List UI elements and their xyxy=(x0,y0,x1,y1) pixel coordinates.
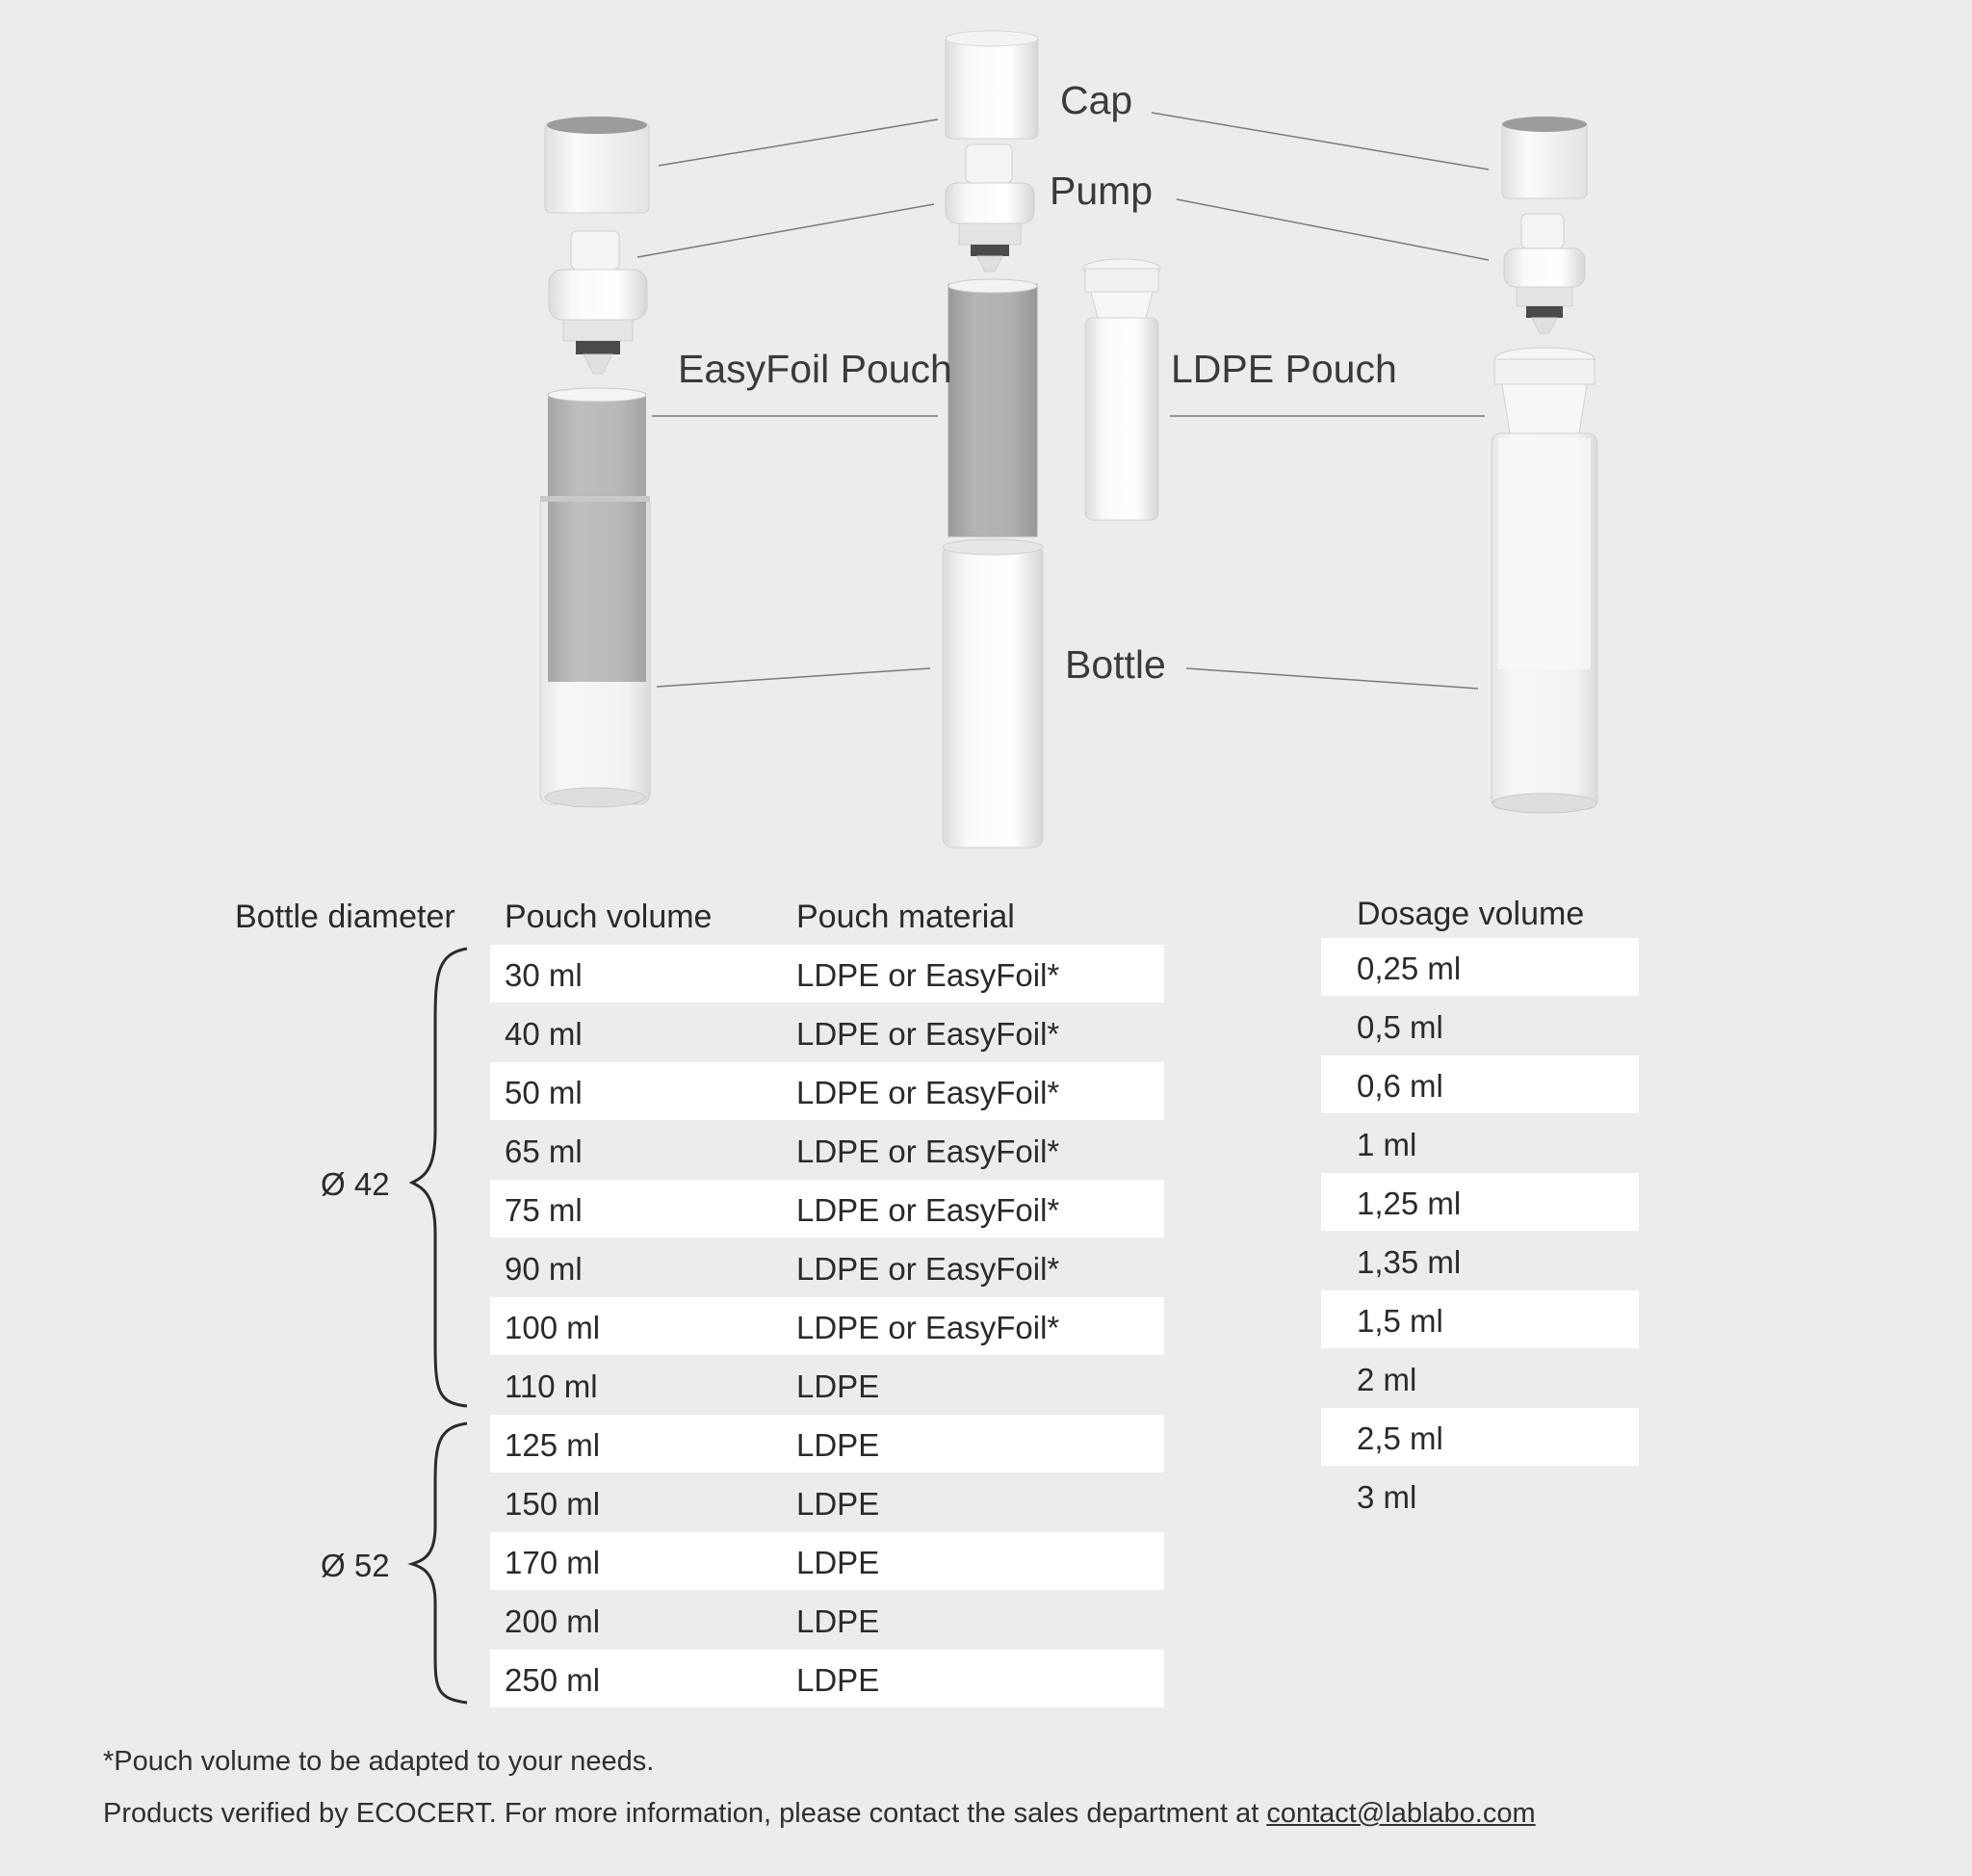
product-exploded-illustration xyxy=(539,30,1598,848)
pouch-material-cell: LDPE xyxy=(796,1368,880,1404)
pouch-material-header: Pouch material xyxy=(796,899,1015,935)
pouch-material-cell: LDPE or EasyFoil* xyxy=(796,1016,1060,1052)
pouch-volume-cell: 250 ml xyxy=(505,1662,601,1698)
pouch-volume-cell: 30 ml xyxy=(505,957,583,993)
dosage-row: 0,25 ml xyxy=(1321,938,1639,996)
dosage-row: 3 ml xyxy=(1321,1467,1639,1524)
pouch-volume-cell: 125 ml xyxy=(505,1427,601,1463)
footnote-pouch-volume: *Pouch volume to be adapted to your need… xyxy=(103,1746,655,1777)
dosage-row: 2,5 ml xyxy=(1321,1408,1639,1466)
dosage-volume-header: Dosage volume xyxy=(1357,896,1585,932)
dosage-row: 1 ml xyxy=(1321,1114,1639,1172)
pouch-material-cell: LDPE or EasyFoil* xyxy=(796,1075,1060,1110)
dosage-value: 1,35 ml xyxy=(1357,1244,1462,1280)
table-row: 90 ml LDPE or EasyFoil* xyxy=(490,1238,1164,1296)
pouch-material-cell: LDPE or EasyFoil* xyxy=(796,1251,1060,1287)
pouch-material-cell: LDPE or EasyFoil* xyxy=(796,957,1060,993)
contact-text: Products verified by ECOCERT. For more i… xyxy=(103,1798,1267,1829)
table-row: 75 ml LDPE or EasyFoil* xyxy=(490,1180,1164,1238)
table-row: 170 ml LDPE xyxy=(490,1532,1164,1590)
brace-42 xyxy=(408,947,468,1408)
pouch-volume-cell: 200 ml xyxy=(505,1603,601,1639)
pouch-volume-cell: 75 ml xyxy=(505,1192,583,1228)
dosage-row: 1,5 ml xyxy=(1321,1290,1639,1348)
dosage-value: 0,6 ml xyxy=(1357,1068,1443,1104)
dosage-value: 0,25 ml xyxy=(1357,951,1462,986)
right-cap xyxy=(1501,117,1588,199)
pouch-material-cell: LDPE or EasyFoil* xyxy=(796,1192,1060,1228)
table-row: 150 ml LDPE xyxy=(490,1473,1164,1531)
footnote-contact: Products verified by ECOCERT. For more i… xyxy=(103,1800,1536,1828)
contact-email-link[interactable]: contact@lablabo.com xyxy=(1266,1798,1536,1829)
pouch-material-cell: LDPE xyxy=(796,1662,880,1698)
table-row: 50 ml LDPE or EasyFoil* xyxy=(490,1062,1164,1120)
left-assembly xyxy=(539,117,651,808)
dosage-value: 1,25 ml xyxy=(1357,1186,1462,1221)
table-row: 250 ml LDPE xyxy=(490,1650,1164,1707)
pouch-volume-cell: 50 ml xyxy=(505,1075,583,1110)
dosage-value: 2 ml xyxy=(1357,1362,1417,1397)
middle-cap xyxy=(945,30,1039,140)
cap-label: Cap xyxy=(1060,78,1133,122)
middle-assembly xyxy=(942,30,1161,848)
dosage-row: 0,5 ml xyxy=(1321,997,1639,1055)
table-row: 200 ml LDPE xyxy=(490,1591,1164,1649)
pouch-volume-cell: 150 ml xyxy=(505,1486,601,1522)
pump-label: Pump xyxy=(1050,169,1154,213)
table-row: 125 ml LDPE xyxy=(490,1415,1164,1472)
dosage-row: 1,35 ml xyxy=(1321,1232,1639,1290)
dosage-row: 0,6 ml xyxy=(1321,1055,1639,1113)
pouch-volume-cell: 40 ml xyxy=(505,1016,583,1052)
table-row: 30 ml LDPE or EasyFoil* xyxy=(490,945,1164,1003)
right-bottle xyxy=(1491,347,1598,814)
pouch-material-cell: LDPE or EasyFoil* xyxy=(796,1133,1060,1169)
dosage-value: 2,5 ml xyxy=(1357,1420,1443,1456)
ldpe-pouch-label: LDPE Pouch xyxy=(1171,347,1397,391)
middle-pump xyxy=(945,143,1035,273)
pouch-volume-cell: 170 ml xyxy=(505,1545,601,1580)
pouch-material-cell: LDPE xyxy=(796,1545,880,1580)
pouch-volume-cell: 65 ml xyxy=(505,1133,583,1169)
diameter-52: Ø 52 xyxy=(321,1548,390,1583)
pouch-volume-cell: 110 ml xyxy=(505,1368,598,1404)
pouch-volume-header: Pouch volume xyxy=(505,899,713,935)
dosage-row: 2 ml xyxy=(1321,1349,1639,1407)
pouch-material-cell: LDPE xyxy=(796,1427,880,1463)
pouch-material-cell: LDPE xyxy=(796,1603,880,1639)
table-row: 100 ml LDPE or EasyFoil* xyxy=(490,1297,1164,1355)
leader-lines xyxy=(636,112,1490,690)
dosage-value: 1 ml xyxy=(1357,1127,1417,1162)
right-assembly xyxy=(1491,117,1598,814)
left-pump xyxy=(548,230,648,375)
brace-52 xyxy=(407,1421,468,1705)
table-row: 40 ml LDPE or EasyFoil* xyxy=(490,1003,1164,1061)
middle-bottle xyxy=(942,538,1044,848)
bottle-diameter-header: Bottle diameter xyxy=(235,899,455,935)
easyfoil-pouch-label: EasyFoil Pouch xyxy=(678,347,952,391)
pouch-material-cell: LDPE xyxy=(796,1486,880,1522)
table-row: 110 ml LDPE xyxy=(490,1356,1164,1414)
left-bottle xyxy=(539,387,651,808)
pouch-volume-cell: 90 ml xyxy=(505,1251,583,1287)
bottle-label: Bottle xyxy=(1065,642,1166,687)
pouch-material-cell: LDPE or EasyFoil* xyxy=(796,1310,1060,1345)
dosage-value: 0,5 ml xyxy=(1357,1009,1443,1045)
middle-easyfoil-pouch xyxy=(947,278,1038,537)
pouch-volume-cell: 100 ml xyxy=(505,1310,601,1345)
dosage-row: 1,25 ml xyxy=(1321,1173,1639,1231)
table-row: 65 ml LDPE or EasyFoil* xyxy=(490,1121,1164,1179)
dosage-value: 3 ml xyxy=(1357,1479,1417,1515)
dosage-value: 1,5 ml xyxy=(1357,1303,1443,1339)
diameter-42: Ø 42 xyxy=(321,1166,390,1202)
left-cap xyxy=(544,117,650,214)
middle-ldpe-pouch xyxy=(1082,258,1161,521)
right-pump xyxy=(1503,213,1586,334)
